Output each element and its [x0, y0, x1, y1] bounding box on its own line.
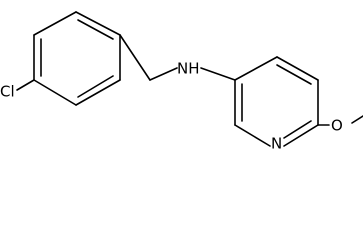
- nh-to-pyridine-bond: [200, 67, 236, 81]
- carbon-chlorine-bond: [16, 79, 35, 91]
- chemical-structure: Cl NH N O: [0, 11, 363, 153]
- bond: [33, 11, 77, 36]
- oxygen-methyl-bond: [351, 115, 363, 124]
- double-bond-inner: [283, 120, 312, 139]
- bond: [276, 56, 319, 81]
- bond: [75, 79, 121, 106]
- double-bond-inner: [276, 64, 312, 85]
- methoxy-oxygen-label: O: [331, 117, 343, 135]
- double-bond-inner: [77, 75, 114, 98]
- chlorine-atom-label: Cl: [0, 83, 15, 101]
- pyridine-nitrogen-label: N: [271, 135, 282, 153]
- bond: [33, 79, 77, 106]
- pyridine-ring: [234, 56, 319, 147]
- bond: [234, 124, 271, 147]
- ch2-to-nh-bond: [149, 67, 178, 81]
- double-bond-inner: [77, 19, 114, 40]
- amine-atom-label: NH: [177, 60, 200, 78]
- chlorobenzene-ring: [33, 11, 121, 106]
- bond: [75, 11, 121, 36]
- bond: [283, 124, 319, 147]
- ring-to-ch2-bond: [119, 34, 151, 81]
- bond: [234, 56, 278, 81]
